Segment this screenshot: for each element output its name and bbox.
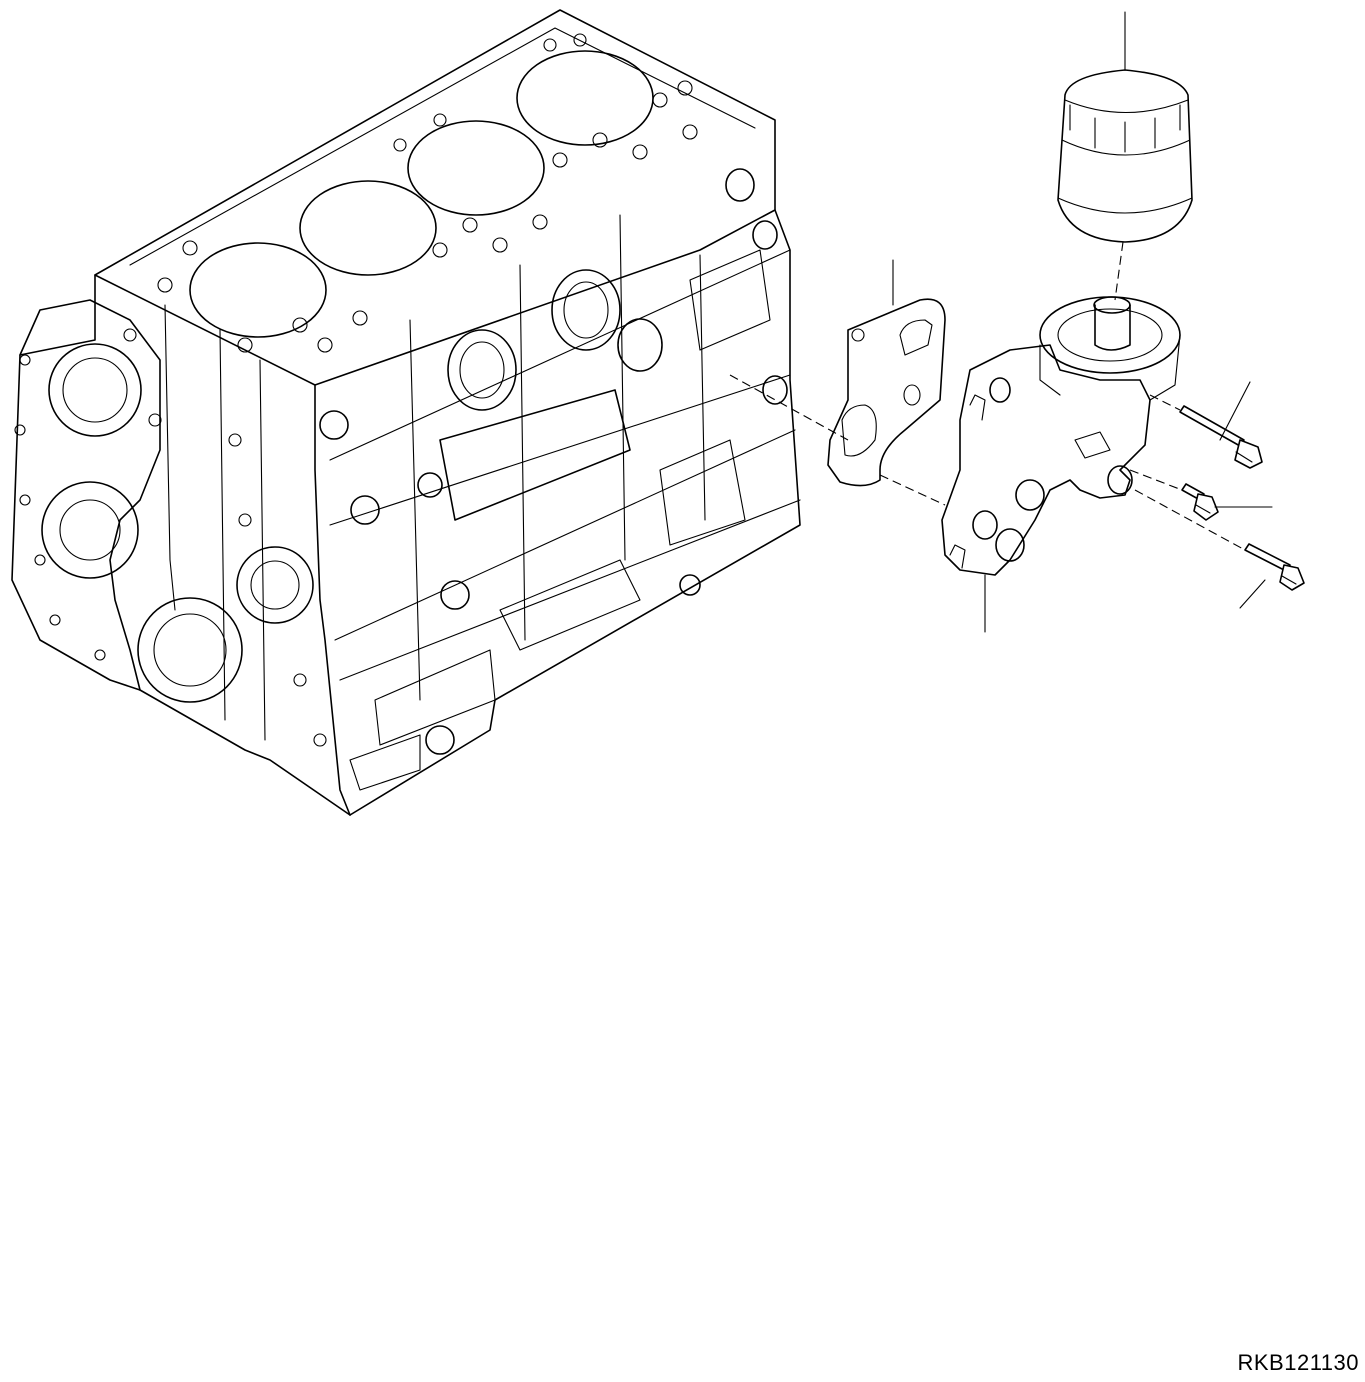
oil-filter-head-gasket — [827, 298, 946, 487]
flange-bolt-lower — [1244, 543, 1305, 591]
cylinder-bore-4 — [516, 50, 654, 146]
cylinder-block — [11, 9, 801, 816]
callout-leaders — [892, 11, 1273, 633]
drawing-code-label: RKB121130 — [1237, 1350, 1359, 1375]
flange-bolt-upper — [1179, 405, 1263, 469]
cylinder-bore-2 — [299, 180, 437, 276]
oil-filter-head — [941, 296, 1181, 576]
assembly-centerlines — [729, 241, 1246, 551]
flange-bolt-middle — [1181, 483, 1219, 521]
cylinder-bore-1 — [189, 242, 327, 338]
oil-filter-cartridge — [1057, 69, 1193, 243]
cylinder-bore-3 — [407, 120, 545, 216]
